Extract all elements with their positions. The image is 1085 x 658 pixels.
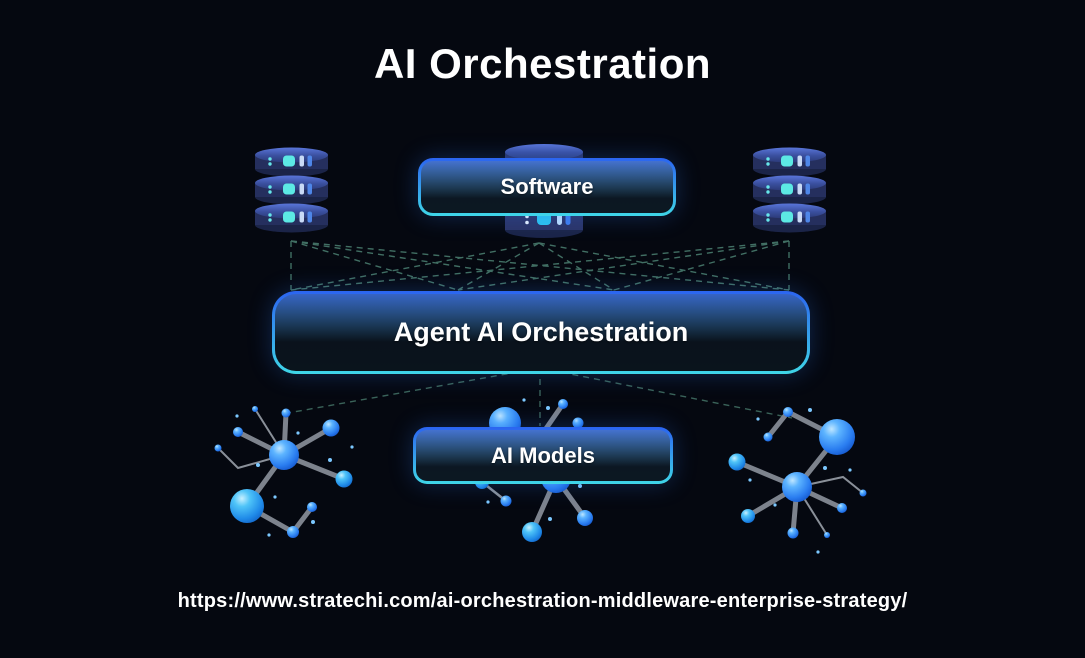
orchestration-node-label: Agent AI Orchestration xyxy=(393,317,689,347)
dashed-mesh-lines xyxy=(290,240,790,291)
software-node-label: Software xyxy=(500,174,594,199)
software-node: Software xyxy=(418,158,676,216)
page-title: AI Orchestration xyxy=(373,40,712,87)
dashed-fan-lines xyxy=(287,367,793,426)
source-url: https://www.stratechi.com/ai-orchestrati… xyxy=(177,590,908,612)
server-stack-icon xyxy=(753,147,826,233)
ai-models-node-label: AI Models xyxy=(491,442,595,468)
molecule-icon xyxy=(728,407,867,554)
server-stack-icon xyxy=(255,147,328,233)
ai-models-node: AI Models xyxy=(413,427,673,484)
molecule-icon xyxy=(214,406,354,538)
orchestration-node: Agent AI Orchestration xyxy=(272,291,810,374)
